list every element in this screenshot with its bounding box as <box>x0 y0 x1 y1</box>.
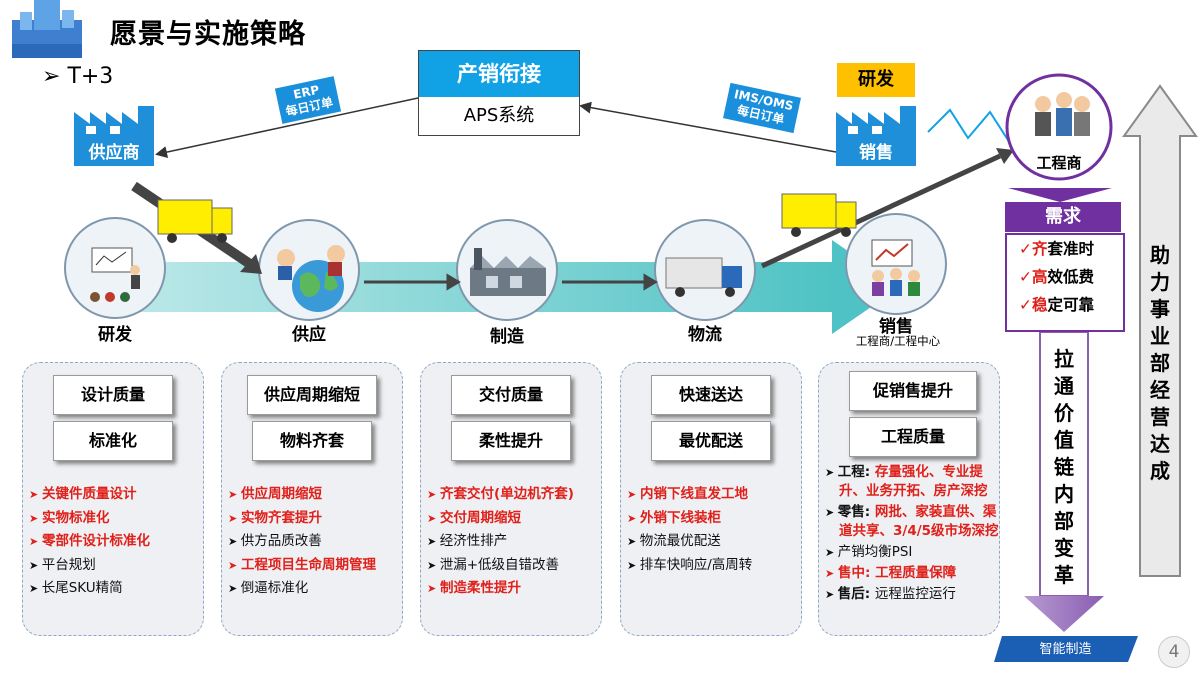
panel-supply-button-1: 供应周期缩短 <box>247 375 377 415</box>
demand-item-3: ✓稳定可靠 <box>1019 296 1095 314</box>
list-item: 关键件质量设计 <box>29 483 205 507</box>
sales-sub-label: 工程商/工程中心 <box>855 334 941 348</box>
stage-label-supply: 供应 <box>292 325 326 345</box>
supplier-label: 供应商 <box>74 140 154 166</box>
aps-body: APS系统 <box>463 105 535 126</box>
panel-sales-button-2: 工程质量 <box>849 417 977 457</box>
list-item: 泄漏+低级自错改善 <box>427 554 603 578</box>
list-item: 内销下线直发工地 <box>627 483 803 507</box>
bullet-arrow-icon: ➢ <box>42 64 68 89</box>
list-item: 产销均衡PSI <box>825 543 1003 562</box>
panel-mfg-button-2: 柔性提升 <box>451 421 571 461</box>
list-item: 实物标准化 <box>29 507 205 531</box>
supplier-factory-icon <box>74 106 154 140</box>
panel-logistics-button-2: 最优配送 <box>651 421 771 461</box>
list-item: 交付周期缩短 <box>427 507 603 531</box>
list-item: 齐套交付(单边机齐套) <box>427 483 603 507</box>
rd-illustration-icon <box>90 247 140 302</box>
support-arrow-text: 助力事业部经营达成 <box>1150 243 1170 483</box>
stage-label-sales: 销售 <box>879 317 913 337</box>
list-item: 零售: 网批、家装直供、渠道共享、3/4/5级市场深挖 <box>825 503 1003 541</box>
list-item: 制造柔性提升 <box>427 577 603 601</box>
panel-rd-button-2: 标准化 <box>53 421 173 461</box>
panel-logistics-list: 内销下线直发工地外销下线装柜物流最优配送排车快响应/高周转 <box>627 483 803 577</box>
aps-to-supplier-arrow <box>155 97 419 158</box>
demand-pointer <box>1008 188 1112 202</box>
sales-factory-icon <box>836 106 916 140</box>
list-item: 倒逼标准化 <box>228 577 404 601</box>
panel-rd-list: 关键件质量设计实物标准化零部件设计标准化平台规划长尾SKU精简 <box>29 483 205 601</box>
panel-logistics-button-1: 快速送达 <box>651 375 771 415</box>
list-item: 长尾SKU精简 <box>29 577 205 601</box>
demand-item-1: ✓齐套准时 <box>1019 240 1095 258</box>
pull-arrow-text: 拉通价值链内部变革 <box>1054 347 1074 587</box>
panel-sales-button-1: 促销售提升 <box>849 371 977 411</box>
stage-connectors <box>364 273 658 291</box>
stage-label-logistics: 物流 <box>688 325 722 345</box>
panel-logistics: 快速送达 最优配送 内销下线直发工地外销下线装柜物流最优配送排车快响应/高周转 <box>620 362 802 636</box>
engineer-label: 工程商 <box>1036 154 1082 172</box>
supply-truck-icon <box>131 181 262 274</box>
list-item: 工程: 存量强化、专业提升、业务开拓、房产深挖 <box>825 463 1003 501</box>
page-number: 4 <box>1158 636 1190 668</box>
stage-label-rd: 研发 <box>98 325 132 345</box>
page-title: 愿景与实施策略 <box>110 19 306 50</box>
supply-globe-icon <box>277 245 345 312</box>
list-item: 平台规划 <box>29 554 205 578</box>
list-item: 实物齐套提升 <box>228 507 404 531</box>
panel-supply: 供应周期缩短 物料齐套 供应周期缩短实物齐套提升供方品质改善工程项目生命周期管理… <box>221 362 403 636</box>
panel-mfg-list: 齐套交付(单边机齐套)交付周期缩短经济性排产泄漏+低级自错改善制造柔性提升 <box>427 483 603 601</box>
list-item: 售后: 远程监控运行 <box>825 585 1003 604</box>
list-item: 排车快响应/高周转 <box>627 554 803 578</box>
feedback-zigzag <box>927 108 1015 142</box>
aps-header: 产销衔接 <box>419 51 579 97</box>
page-subtitle: ➢ T+3 <box>42 64 113 89</box>
panel-mfg-button-1: 交付质量 <box>451 375 571 415</box>
list-item: 零部件设计标准化 <box>29 530 205 554</box>
list-item: 外销下线装柜 <box>627 507 803 531</box>
list-item: 工程项目生命周期管理 <box>228 554 404 578</box>
demand-header: 需求 <box>1005 202 1121 232</box>
panel-supply-button-2: 物料齐套 <box>252 421 372 461</box>
engineer-circle <box>1005 73 1113 181</box>
panel-sales-list: 工程: 存量强化、专业提升、业务开拓、房产深挖零售: 网批、家装直供、渠道共享、… <box>825 463 1003 606</box>
subtitle-text: T+3 <box>67 64 114 89</box>
stage-label-manufacturing: 制造 <box>490 327 524 347</box>
list-item: 售中: 工程质量保障 <box>825 564 1003 583</box>
pull-arrow <box>1024 331 1104 632</box>
sales-truck-icon <box>760 148 1014 269</box>
list-item: 供方品质改善 <box>228 530 404 554</box>
list-item: 经济性排产 <box>427 530 603 554</box>
panel-rd: 设计质量 标准化 关键件质量设计实物标准化零部件设计标准化平台规划长尾SKU精简 <box>22 362 204 636</box>
panel-sales: 促销售提升 工程质量 工程: 存量强化、专业提升、业务开拓、房产深挖零售: 网批… <box>818 362 1000 636</box>
aps-box: 产销衔接 APS系统 <box>418 50 580 136</box>
factory-illustration-icon <box>470 248 546 296</box>
smart-mfg-label: 智能制造 <box>1039 642 1092 657</box>
sales-factory-label: 销售 <box>836 140 916 166</box>
list-item: 供应周期缩短 <box>228 483 404 507</box>
sales-to-aps-arrow <box>579 101 837 153</box>
support-arrow <box>1122 84 1198 577</box>
list-item: 物流最优配送 <box>627 530 803 554</box>
panel-supply-list: 供应周期缩短实物齐套提升供方品质改善工程项目生命周期管理倒逼标准化 <box>228 483 404 601</box>
sales-people-icon <box>871 239 920 296</box>
logistics-truck-icon <box>665 257 742 297</box>
smart-mfg-banner <box>994 636 1138 662</box>
demand-box: ✓齐套准时 ✓高效低费 ✓稳定可靠 <box>1005 233 1125 332</box>
demand-item-2: ✓高效低费 <box>1019 268 1095 286</box>
panel-manufacturing: 交付质量 柔性提升 齐套交付(单边机齐套)交付周期缩短经济性排产泄漏+低级自错改… <box>420 362 602 636</box>
panel-rd-button-1: 设计质量 <box>53 375 173 415</box>
logo-icon <box>12 0 82 58</box>
rd-badge: 研发 <box>837 63 915 97</box>
